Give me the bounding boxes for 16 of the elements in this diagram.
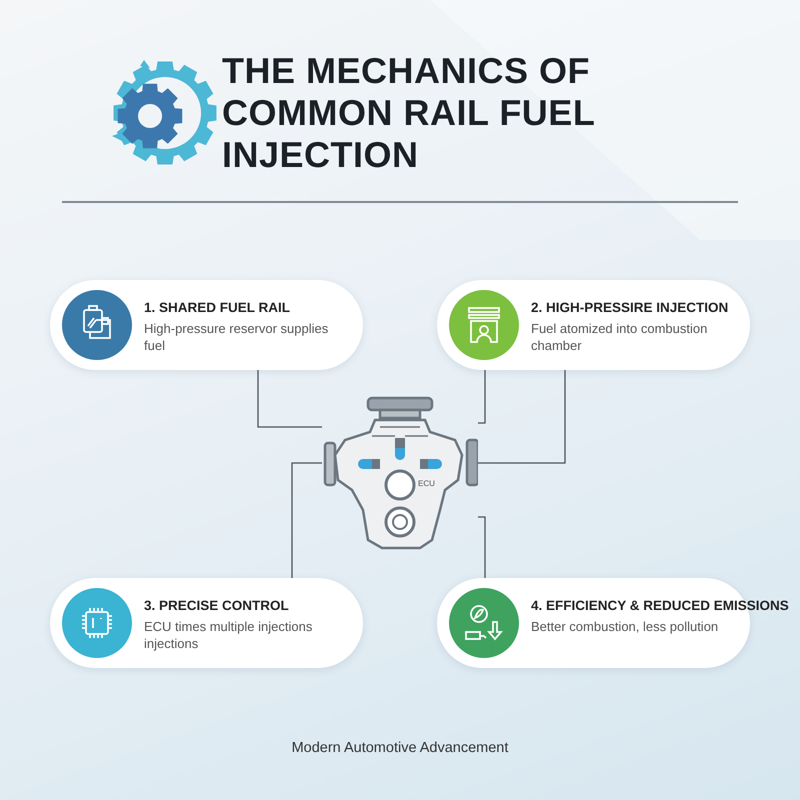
step-description: Better combustion, less pollution <box>531 619 720 636</box>
step-heading: 1. SHARED FUEL RAIL <box>144 300 290 315</box>
component-label: ECU <box>418 479 435 488</box>
caption: Modern Automotive Advancement <box>290 740 510 756</box>
step-description: Fuel atomized into combustion chamber <box>531 321 708 355</box>
step-description: ECU times multiple injections injections <box>144 619 314 653</box>
step-description: High-pressure reservor supplies fuel <box>144 321 330 355</box>
step-heading: 3. PRECISE CONTROL <box>144 598 289 613</box>
connector-line <box>257 370 322 428</box>
connector-line <box>291 462 322 578</box>
connector-line <box>478 370 486 424</box>
connector-line <box>478 370 566 464</box>
title: THE MECHANICS OF COMMON RAIL FUEL INJECTION <box>222 50 596 176</box>
connector-line <box>478 516 486 578</box>
step-heading: 4. EFFICIENCY & REDUCED EMISSIONS <box>531 598 789 613</box>
step-heading: 2. HIGH-PRESSIRE INJECTION <box>531 300 728 315</box>
